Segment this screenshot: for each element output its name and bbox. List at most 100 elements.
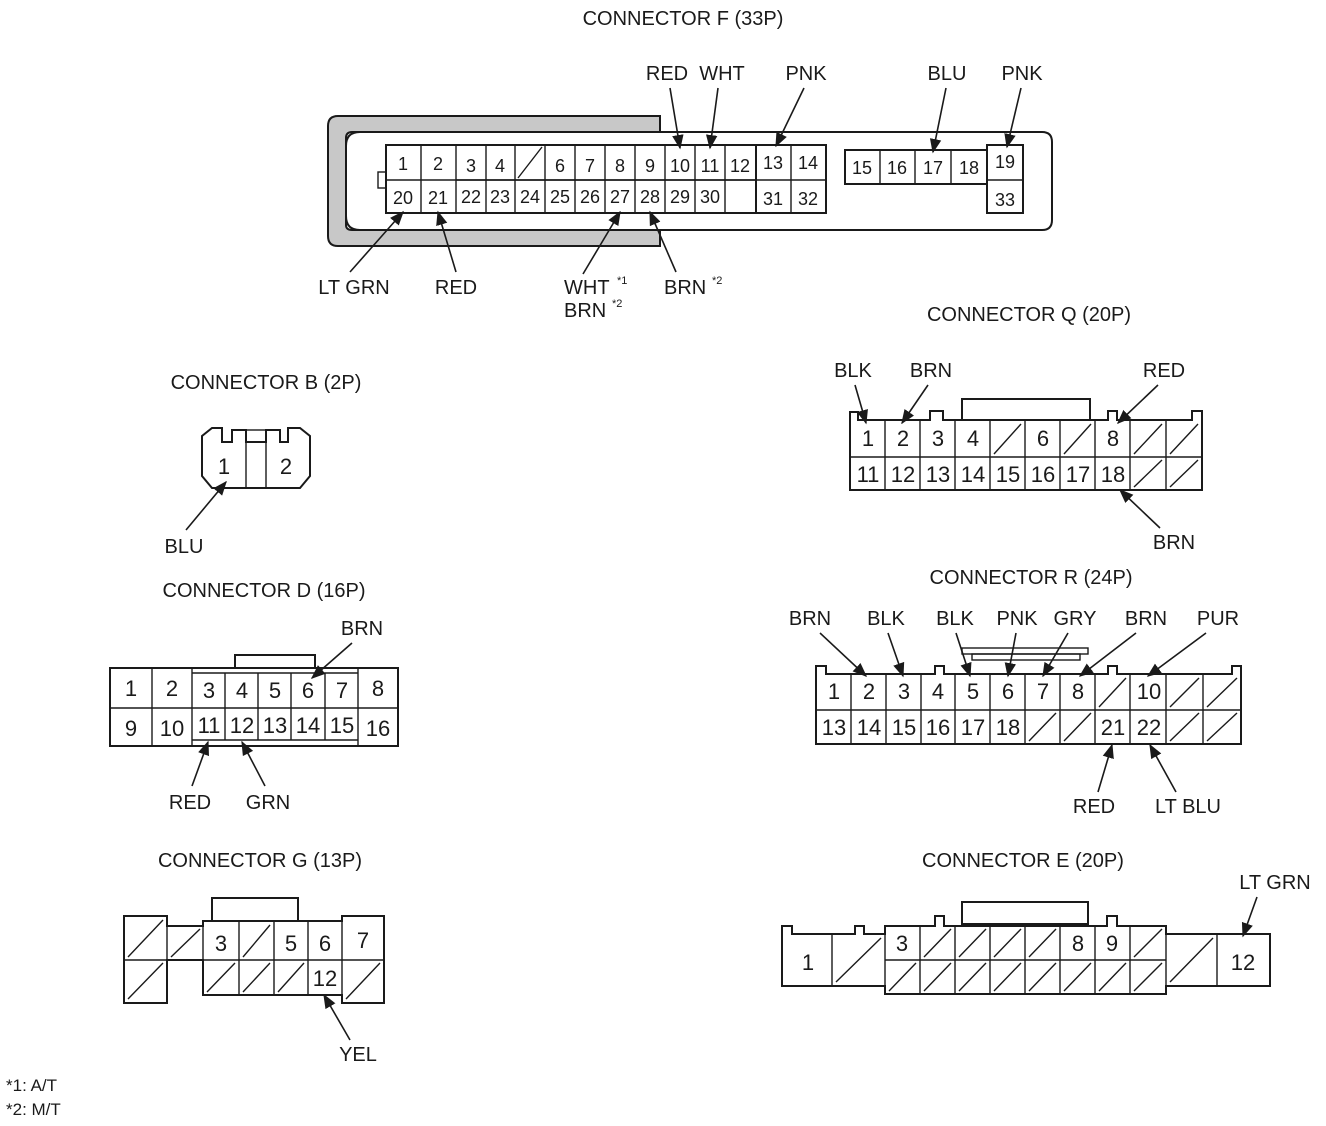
pin-d-14: 14 <box>296 713 320 738</box>
arrow-f-28 <box>649 210 677 273</box>
wire-label-f-27b-note: *2 <box>612 298 622 310</box>
pin-q-8: 8 <box>1107 426 1119 451</box>
connector-r-title: CONNECTOR R (24P) <box>930 567 1133 589</box>
connector-e-latch <box>961 901 1089 925</box>
wire-label-q-1: BLK <box>834 360 872 382</box>
pin-r-18: 18 <box>996 715 1020 740</box>
pin-f-19: 19 <box>995 152 1015 172</box>
pin-r-2: 2 <box>863 679 875 704</box>
arrow-r-10 <box>1146 632 1207 677</box>
wire-label-d-6: BRN <box>341 618 383 640</box>
pin-f-13: 13 <box>763 153 783 173</box>
pin-f-21: 21 <box>428 188 448 208</box>
wire-label-f-21: RED <box>435 277 477 299</box>
wire-label-f-13: PNK <box>785 63 827 85</box>
pin-r-14: 14 <box>857 715 881 740</box>
connector-q-title: CONNECTOR Q (20P) <box>927 304 1131 326</box>
wire-label-r-2: BRN <box>789 608 831 630</box>
wire-label-d-11: RED <box>169 792 211 814</box>
wire-label-g-12: YEL <box>339 1044 377 1066</box>
pin-f-7: 7 <box>585 156 595 176</box>
wire-label-f-28: BRN <box>664 277 706 299</box>
wire-label-b-1: BLU <box>165 536 204 558</box>
pin-f-30: 30 <box>700 187 720 207</box>
wire-label-f-11: WHT <box>699 63 745 85</box>
pin-f-18: 18 <box>959 158 979 178</box>
wire-label-f-27b: BRN <box>564 300 606 322</box>
arrow-r-21 <box>1097 743 1114 793</box>
footnote-1: *1: A/T <box>6 1076 57 1095</box>
pin-e-1: 1 <box>802 950 814 975</box>
pin-d-3: 3 <box>203 678 215 703</box>
arrow-d-12 <box>241 740 266 787</box>
pin-f-25: 25 <box>550 187 570 207</box>
footnotes: *1: A/T *2: M/T <box>6 1076 61 1119</box>
pin-q-13: 13 <box>926 462 950 487</box>
pin-f-8: 8 <box>615 156 625 176</box>
pin-r-3: 3 <box>898 679 910 704</box>
pin-d-8: 8 <box>372 676 384 701</box>
connector-f: CONNECTOR F (33P) <box>318 8 1053 322</box>
pin-f-24: 24 <box>520 187 540 207</box>
connector-b-body <box>201 427 311 489</box>
pin-f-27: 27 <box>610 187 630 207</box>
pin-q-15: 15 <box>996 462 1020 487</box>
wire-label-r-7: GRY <box>1054 608 1097 630</box>
pin-q-11: 11 <box>857 462 880 487</box>
pin-b-1: 1 <box>218 454 230 479</box>
pin-f-26: 26 <box>580 187 600 207</box>
wire-label-f-10: RED <box>646 63 688 85</box>
arrow-f-21 <box>436 210 457 273</box>
pin-f-3: 3 <box>466 156 476 176</box>
pin-f-10: 10 <box>670 156 690 176</box>
pin-r-5: 5 <box>967 679 979 704</box>
pin-f-31: 31 <box>763 189 783 209</box>
pin-f-23: 23 <box>490 187 510 207</box>
arrow-q-8 <box>1116 384 1159 424</box>
pin-f-4: 4 <box>495 156 505 176</box>
arrow-f-13 <box>775 87 805 148</box>
pin-f-6: 6 <box>555 156 565 176</box>
pin-g-12: 12 <box>313 966 337 991</box>
pin-d-6: 6 <box>302 678 314 703</box>
pin-g-7: 7 <box>357 928 369 953</box>
pin-d-11: 11 <box>198 713 221 738</box>
pin-e-12: 12 <box>1231 950 1255 975</box>
pin-f-9: 9 <box>645 156 655 176</box>
connector-q: CONNECTOR Q (20P) 1 2 3 4 6 8 11 12 <box>834 304 1203 554</box>
connector-b: CONNECTOR B (2P) 1 2 BLU <box>165 372 362 558</box>
pin-e-3: 3 <box>896 931 908 956</box>
wire-label-r-21: RED <box>1073 796 1115 818</box>
pin-q-2: 2 <box>897 426 909 451</box>
pin-f-16: 16 <box>887 158 907 178</box>
connector-q-grid <box>850 420 1202 490</box>
pin-f-2: 2 <box>433 154 443 174</box>
pin-q-1: 1 <box>862 426 874 451</box>
pin-r-16: 16 <box>926 715 950 740</box>
arrow-r-2 <box>819 632 868 677</box>
arrow-q-18 <box>1118 489 1161 529</box>
wire-label-e-12: LT GRN <box>1239 872 1311 894</box>
connector-d-title: CONNECTOR D (16P) <box>163 580 366 602</box>
wire-label-f-27a-note: *1 <box>617 275 627 287</box>
pin-d-2: 2 <box>166 676 178 701</box>
pin-r-10: 10 <box>1137 679 1161 704</box>
arrow-f-19 <box>1004 87 1022 149</box>
pin-f-28: 28 <box>640 187 660 207</box>
wire-label-r-22: LT BLU <box>1155 796 1221 818</box>
arrow-r-6 <box>1004 632 1017 678</box>
pin-q-17: 17 <box>1066 462 1090 487</box>
pin-f-17: 17 <box>923 158 943 178</box>
arrow-q-2 <box>901 384 929 425</box>
arrow-r-5 <box>955 632 972 678</box>
footnote-2: *2: M/T <box>6 1100 61 1119</box>
pin-f-20: 20 <box>393 188 413 208</box>
pin-r-4: 4 <box>932 679 944 704</box>
connector-d-grid <box>110 668 398 746</box>
pin-r-7: 7 <box>1037 679 1049 704</box>
pin-r-21: 21 <box>1101 715 1125 740</box>
arrow-d-11 <box>191 740 209 787</box>
arrow-r-22 <box>1149 743 1177 793</box>
connector-g-latch <box>211 897 299 925</box>
pin-d-5: 5 <box>269 678 281 703</box>
